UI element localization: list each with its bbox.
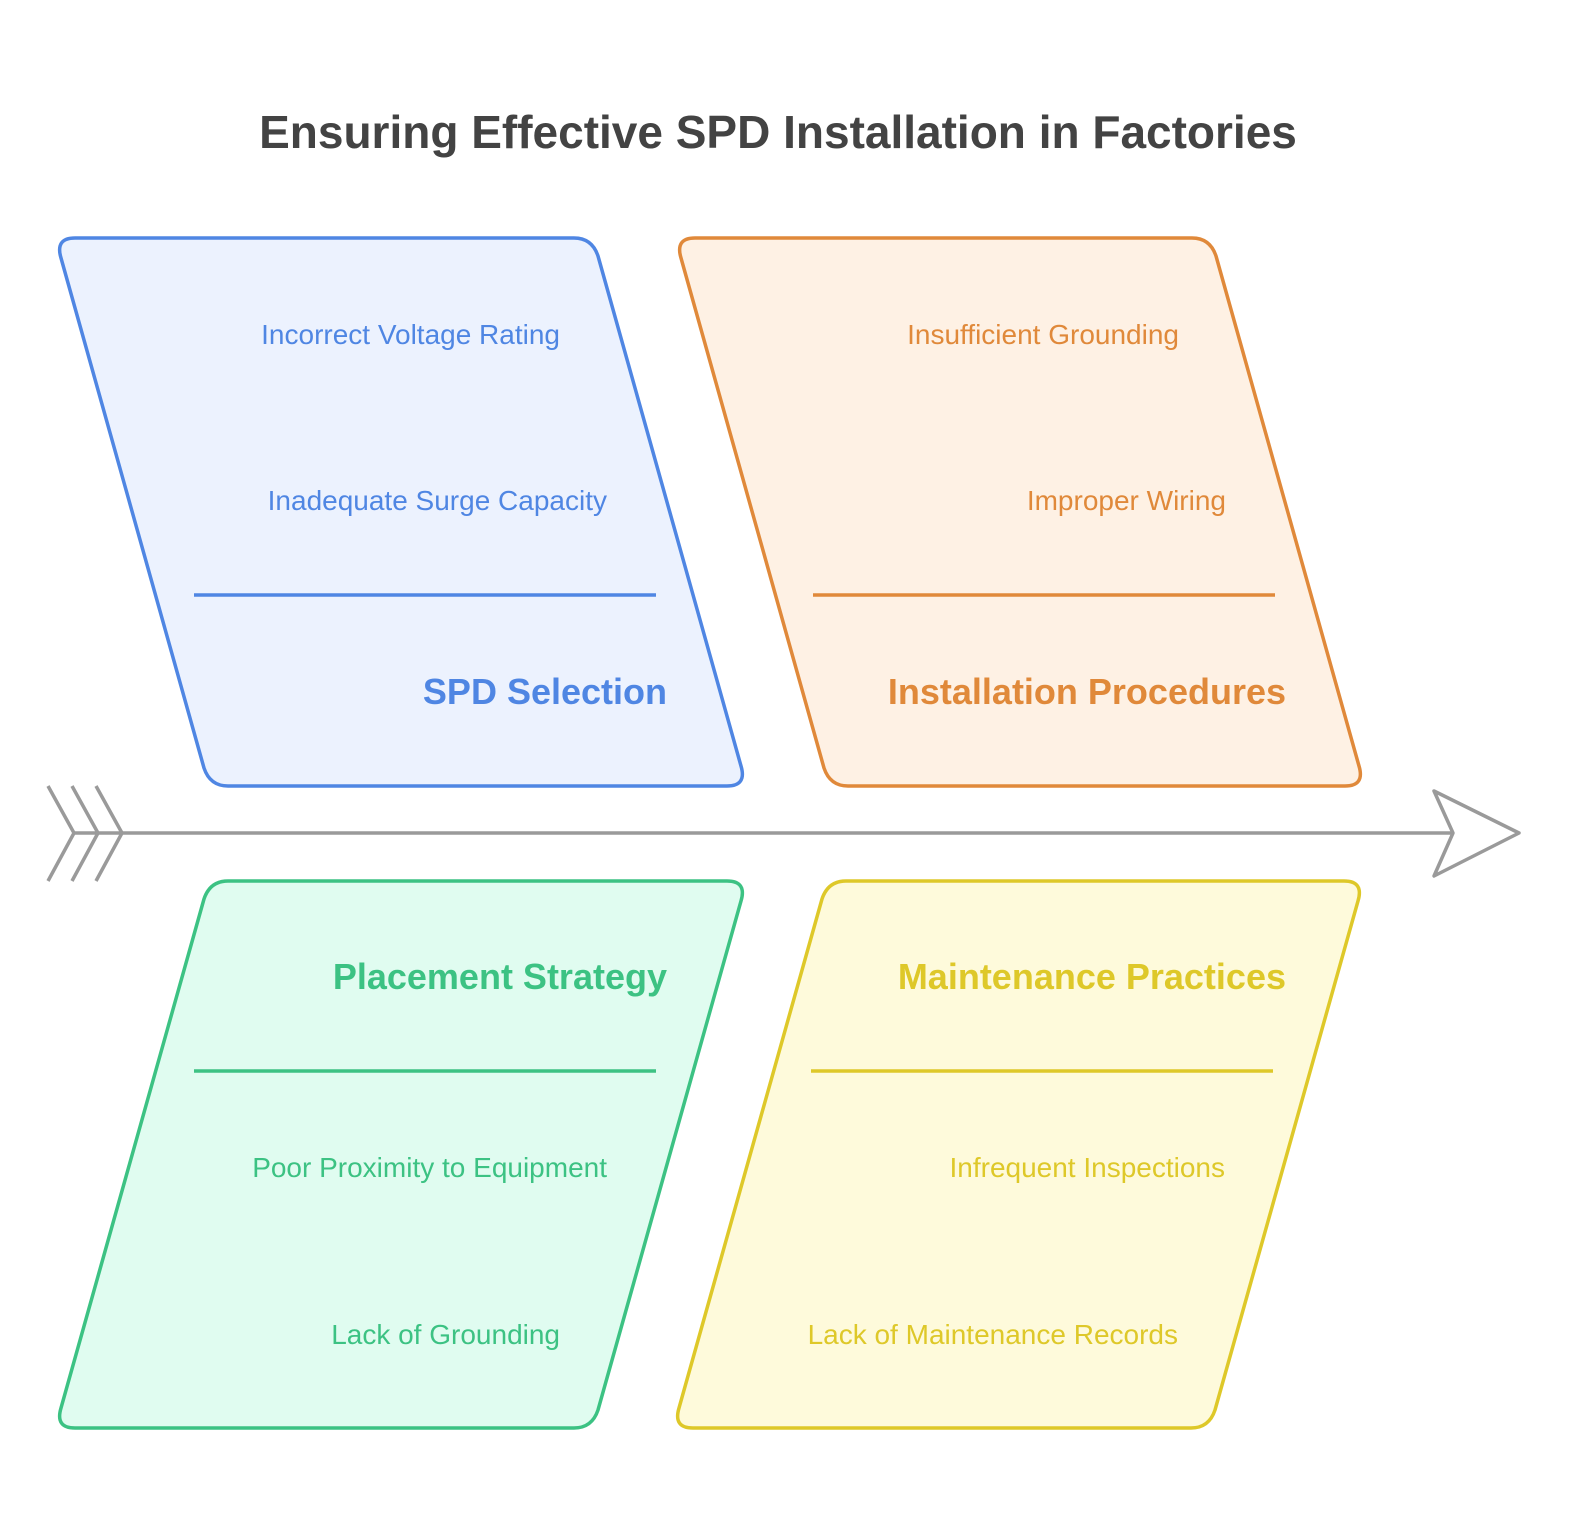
- category-maintenance-practices: Maintenance Practices Infrequent Inspect…: [675, 879, 1362, 1430]
- arrowhead-icon: [1432, 789, 1521, 878]
- category-heading: Maintenance Practices: [898, 956, 1286, 997]
- category-heading: Placement Strategy: [333, 956, 667, 997]
- tail-chevron-icon: [70, 785, 100, 882]
- cause-label: Poor Proximity to Equipment: [252, 1152, 607, 1183]
- cause-label: Lack of Grounding: [331, 1319, 560, 1350]
- cause-label: Improper Wiring: [1027, 485, 1226, 516]
- category-box: [57, 236, 745, 788]
- cause-label: Inadequate Surge Capacity: [268, 485, 607, 516]
- category-heading: Installation Procedures: [888, 671, 1286, 712]
- category-installation-procedures: Insufficient Grounding Improper Wiring I…: [677, 236, 1363, 788]
- category-box: [57, 879, 745, 1430]
- diagram-title: Ensuring Effective SPD Installation in F…: [259, 106, 1297, 158]
- category-heading: SPD Selection: [423, 671, 667, 712]
- category-spd-selection: Incorrect Voltage Rating Inadequate Surg…: [57, 236, 745, 788]
- cause-label: Incorrect Voltage Rating: [261, 319, 560, 350]
- cause-label: Lack of Maintenance Records: [808, 1319, 1178, 1350]
- cause-label: Infrequent Inspections: [949, 1152, 1225, 1183]
- tail-chevron-icon: [46, 785, 76, 882]
- category-box: [675, 879, 1362, 1430]
- cause-label: Insufficient Grounding: [907, 319, 1179, 350]
- spine: [46, 785, 1521, 882]
- tail-chevron-icon: [94, 785, 124, 882]
- category-placement-strategy: Placement Strategy Poor Proximity to Equ…: [57, 879, 745, 1430]
- category-box: [677, 236, 1363, 788]
